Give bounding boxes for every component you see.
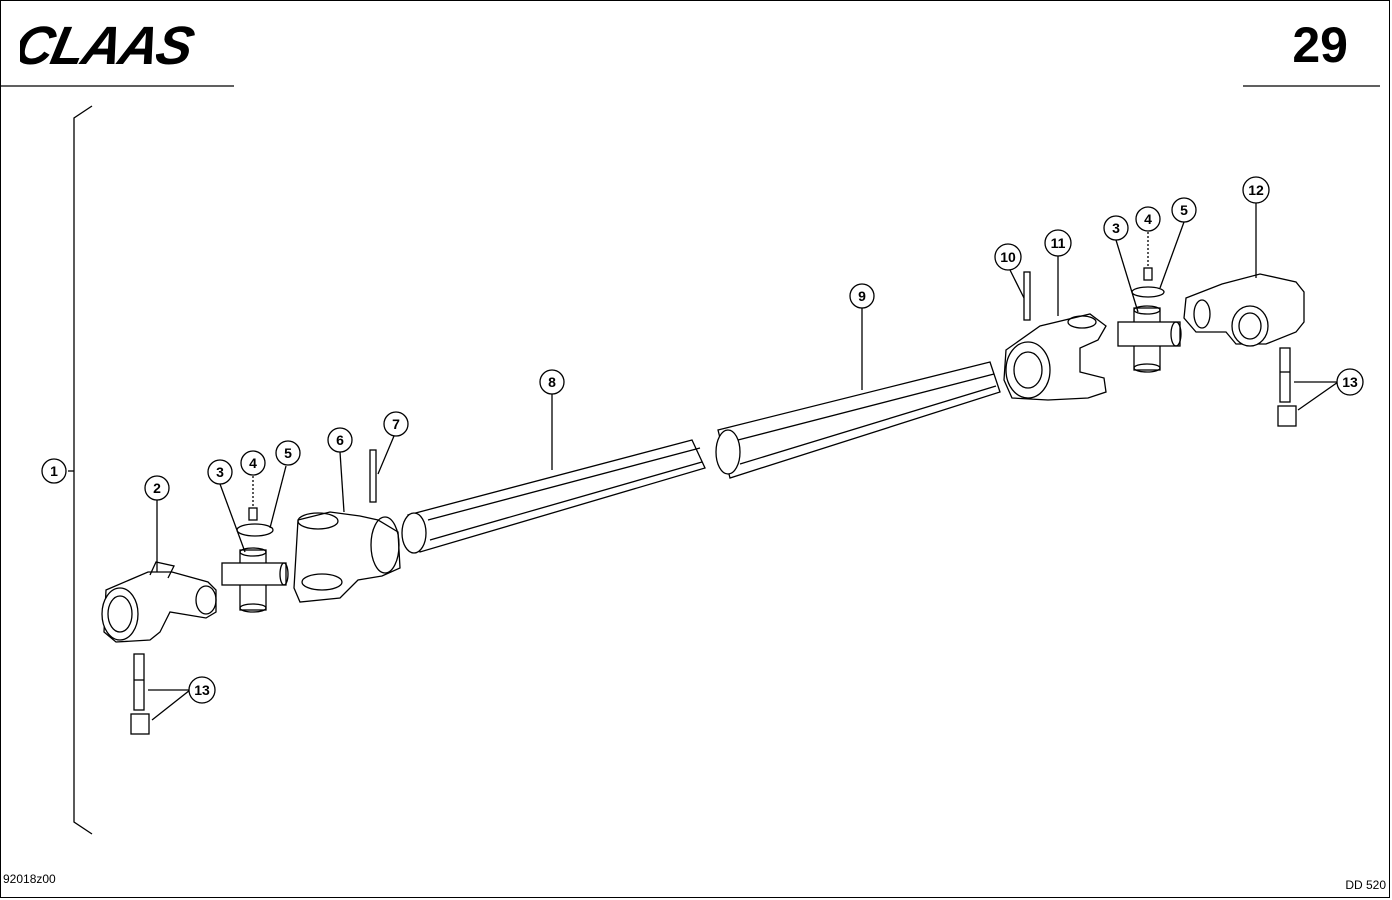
part-code: DD 520 [1345,878,1386,892]
callout-5b: 5 [1171,197,1197,223]
circlip-left [236,523,274,537]
callout-8: 8 [539,369,565,395]
brand-logo: CLAAS [20,16,199,76]
svg-text:8: 8 [548,374,556,390]
callout-13a: 13 [188,676,216,704]
svg-text:11: 11 [1051,235,1066,251]
callout-3b: 3 [1103,215,1129,241]
leader-3a [219,483,246,553]
svg-text:10: 10 [1000,249,1016,265]
callout-6: 6 [327,427,353,453]
callout-12: 12 [1242,176,1270,204]
brand-logo-text: CLAAS [20,16,199,76]
callout-3a: 3 [207,459,233,485]
svg-text:13: 13 [1342,374,1358,390]
svg-text:3: 3 [216,464,224,480]
grease-nipple-right [1143,232,1153,281]
callout-4a: 4 [240,450,266,476]
callout-10: 10 [994,243,1022,271]
outer-yoke [1003,313,1107,401]
bolt-and-nut-left [130,653,150,735]
bolt-and-nut-right [1277,347,1297,427]
leader-3b [1115,239,1139,313]
inner-profile-tube [401,439,706,554]
callout-9: 9 [849,283,875,309]
callout-4b: 4 [1135,206,1161,232]
svg-text:13: 13 [194,682,210,698]
svg-text:7: 7 [392,416,400,432]
callout-1: 1 [41,458,67,484]
svg-text:1: 1 [50,463,58,479]
leader-5b [1159,221,1185,289]
leader-10 [1009,269,1025,299]
callout-13b: 13 [1336,368,1364,396]
roll-pin-right [1023,271,1031,321]
svg-text:6: 6 [336,432,344,448]
flange-yoke-right [1183,273,1305,347]
flange-yoke-left [101,561,217,643]
grease-nipple-left [248,476,258,521]
universal-joint-cross-left [221,547,289,613]
callout-5a: 5 [275,440,301,466]
svg-text:2: 2 [153,480,161,496]
svg-text:5: 5 [1180,202,1188,218]
svg-text:4: 4 [1144,211,1152,227]
outer-profile-tube [715,361,1001,479]
leader-13a [148,689,192,721]
universal-joint-cross-right [1117,305,1182,373]
assembly-bracket [73,105,93,835]
callout-11: 11 [1044,229,1072,257]
svg-text:9: 9 [858,288,866,304]
svg-text:4: 4 [249,455,257,471]
page-number: 29 [1292,17,1348,73]
roll-pin-left [369,449,377,503]
callout-2: 2 [144,475,170,501]
callout-7: 7 [383,411,409,437]
circlip-right [1131,286,1165,298]
leader-13b [1294,381,1341,411]
leader-5a [269,465,287,529]
svg-text:12: 12 [1248,182,1264,198]
inner-yoke [293,511,401,603]
leader-7 [377,435,395,475]
svg-text:3: 3 [1112,220,1120,236]
leader-6 [339,451,345,513]
svg-text:5: 5 [284,445,292,461]
drawing-code: 92018z00 [3,872,56,886]
